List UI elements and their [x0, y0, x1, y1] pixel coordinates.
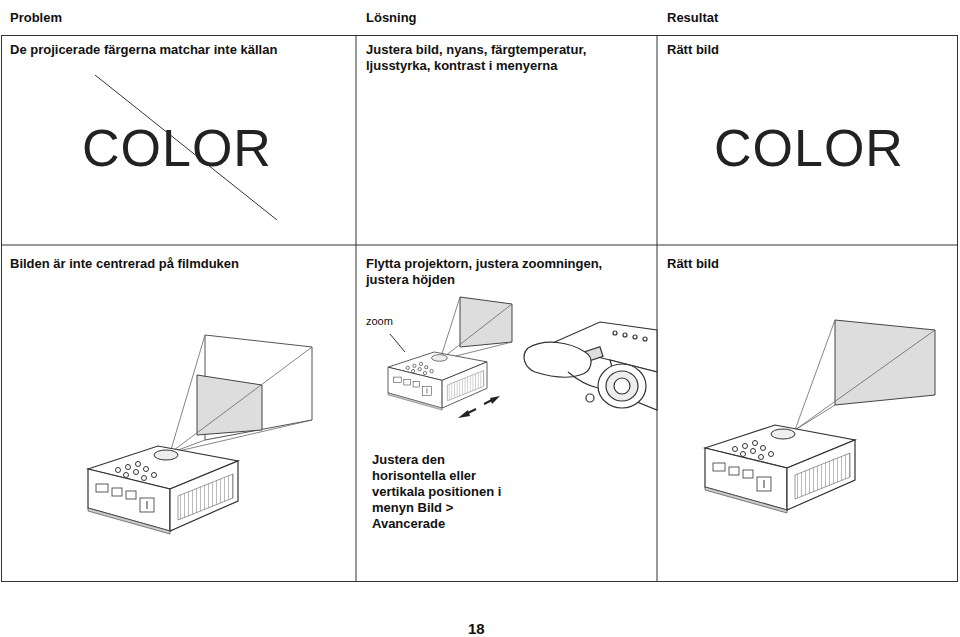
row-rule [1, 245, 958, 246]
color-sample-right: COLOR [714, 118, 904, 178]
solution-cell: Justera bild, nyans, färgtemperatur, lju… [366, 42, 611, 74]
column-rule [657, 35, 658, 582]
projection-cone [795, 320, 935, 430]
zoom-closeup [524, 322, 657, 410]
result-cell: Rätt bild [667, 42, 719, 58]
projection-cone [440, 297, 512, 360]
page-number: 18 [468, 620, 485, 637]
table-frame [2, 36, 958, 582]
problem-cell: De projicerade färgerna matchar inte käl… [10, 42, 350, 58]
solution-cell: Flytta projektorn, justera zoomningen, j… [366, 256, 641, 288]
color-sample-wrong: COLOR [82, 118, 272, 178]
projection-cone [170, 335, 312, 453]
leader-line [390, 334, 405, 352]
screen-image [835, 320, 935, 405]
column-rule [356, 35, 357, 582]
callout-label: zoom [366, 314, 393, 328]
problem-cell: Bilden är inte centrerad på filmduken [10, 256, 350, 272]
result-cell: Rätt bild [667, 256, 719, 272]
move-arrows [458, 396, 500, 418]
screen-image [460, 297, 512, 347]
note-text: Justera den horisontella eller vertikala… [372, 452, 512, 532]
column-header: Resultat [667, 10, 718, 26]
column-header: Problem [10, 10, 62, 26]
column-header: Lösning [366, 10, 417, 26]
